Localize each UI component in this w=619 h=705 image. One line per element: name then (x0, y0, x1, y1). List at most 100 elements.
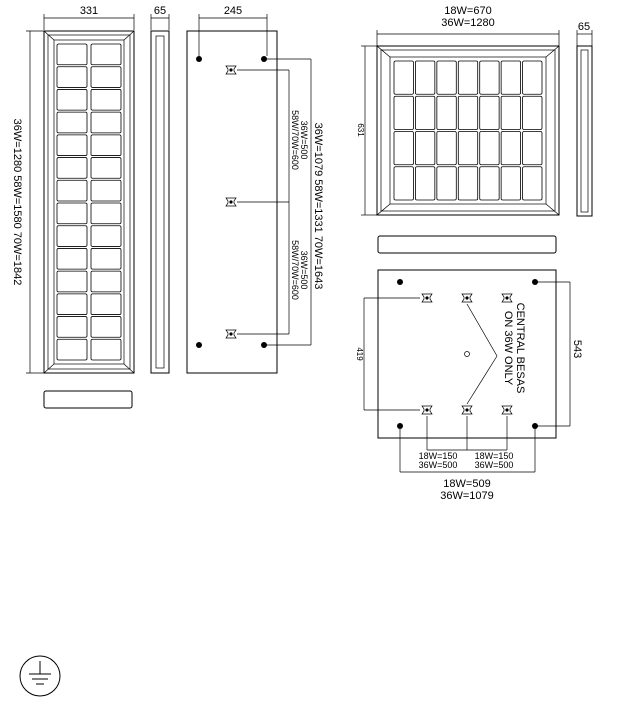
right-spacing-a: 18W=150 (475, 451, 514, 461)
central-besa-note-line2: ON 36W ONLY (502, 311, 514, 386)
louvre-cell (90, 338, 122, 361)
besa-mount-icon (421, 405, 433, 415)
louvre-cell (500, 60, 521, 95)
louvre-cell (56, 134, 88, 156)
louvre-cell (90, 66, 122, 88)
upper-offset-a: 36W=500 (299, 121, 309, 160)
louvre-cell (457, 60, 479, 95)
fixing-hole (196, 342, 202, 348)
louvre-cell (393, 131, 414, 166)
louvre-cell (436, 95, 457, 130)
protective-earth-icon (19, 655, 61, 697)
louvre-cell (90, 43, 122, 66)
fixing-hole (397, 279, 403, 285)
louvre-cell (56, 338, 88, 361)
besa-mount-icon (501, 405, 513, 415)
right-spacing-b: 36W=500 (475, 460, 514, 470)
louvre-cell (500, 166, 521, 201)
louvre-cell (56, 293, 88, 315)
besa-mount-icon (225, 197, 237, 207)
square-width-label-a: 18W=670 (444, 5, 491, 17)
square-mounting-view: CENTRAL BESAS ON 36W ONLY 543 419 18W=15… (355, 269, 583, 502)
central-besa-note-line1: CENTRAL BESAS (514, 303, 526, 394)
louvre-cell (479, 131, 500, 166)
louvre-cell (56, 89, 88, 111)
louvre-cell (56, 179, 88, 202)
louvre-cell (393, 166, 414, 201)
left-spacing-a: 18W=150 (419, 451, 458, 461)
louvre-cell (56, 157, 88, 179)
besa-mount-icon (461, 293, 473, 303)
louvre-cell (56, 43, 88, 66)
louvre-cell (457, 166, 479, 201)
louvre-cell (415, 60, 436, 95)
louvre-cell (522, 60, 543, 95)
besa-mount-icon (225, 329, 237, 339)
besa-mount-icon (421, 293, 433, 303)
upper-offset-b: 58W/70W=600 (290, 110, 300, 170)
linear-mount-width-label: 245 (224, 5, 242, 17)
square-width-label-b: 36W=1280 (441, 17, 495, 29)
left-spacing-b: 36W=500 (419, 460, 458, 470)
louvre-cell (500, 131, 521, 166)
louvre-cell (436, 60, 457, 95)
louvre-cell (500, 95, 521, 130)
louvre-cell (90, 202, 122, 225)
louvre-cell (90, 111, 122, 134)
center-mark (464, 351, 470, 357)
square-mount-width-b: 36W=1079 (440, 490, 494, 502)
linear-length-label: 36W=1280 58W=1580 70W=1842 (11, 119, 23, 286)
louvre-cell (522, 166, 543, 201)
louvre-cell (479, 166, 500, 201)
square-depth-label: 65 (578, 21, 590, 33)
lower-offset-b: 58W/70W=600 (290, 240, 300, 300)
linear-width-label: 331 (80, 5, 98, 17)
louvre-cell (393, 95, 414, 130)
square-mount-width-a: 18W=509 (443, 478, 490, 490)
louvre-cell (436, 131, 457, 166)
louvre-cell (56, 270, 88, 293)
square-end-profile (377, 235, 557, 254)
linear-front-view: 331 36W=1280 58W=1580 70W=1842 (11, 5, 135, 409)
square-height-label: 631 (356, 123, 365, 137)
louvre-cell (522, 95, 543, 130)
square-front-view: 18W=670 36W=1280 631 (356, 5, 560, 254)
linear-depth-label: 65 (154, 5, 166, 17)
louvre-cell (90, 293, 122, 315)
louvre-cell (56, 111, 88, 134)
louvre-cell (415, 95, 436, 130)
louvre-cell (436, 166, 457, 201)
fixing-hole (397, 423, 403, 429)
lower-offset-a: 36W=500 (299, 251, 309, 290)
louvre-cell (479, 60, 500, 95)
square-side-view: 65 (576, 21, 593, 217)
linear-end-profile (43, 390, 133, 409)
louvre-cell (393, 60, 414, 95)
louvre-cell (56, 66, 88, 88)
louvre-cell (522, 131, 543, 166)
linear-side-view: 65 (150, 5, 170, 374)
louvre-cell (457, 131, 479, 166)
louvre-cell (90, 89, 122, 111)
louvre-cell (56, 202, 88, 225)
louvre-cell (457, 95, 479, 130)
louvre-cell (90, 225, 122, 247)
louvre-cell (415, 131, 436, 166)
louvre-cell (479, 95, 500, 130)
louvre-cell (56, 225, 88, 247)
louvre-cell (90, 270, 122, 293)
square-louvre-grid (393, 60, 543, 201)
linear-mount-total-label: 36W=1079 58W=1331 70W=1643 (312, 123, 324, 290)
louvre-cell (90, 316, 122, 338)
louvre-cell (90, 179, 122, 202)
besa-mount-icon (501, 293, 513, 303)
louvre-cell (415, 166, 436, 201)
louvre-cell (90, 157, 122, 179)
linear-mounting-view: 245 36W=500 58W/70W=600 36W=500 58W/70W=… (186, 5, 324, 374)
louvre-cell (90, 248, 122, 270)
louvre-cell (56, 248, 88, 270)
square-mount-height-label: 543 (571, 340, 583, 358)
square-inner-height-label: 419 (355, 347, 364, 361)
fixing-hole (196, 56, 202, 62)
